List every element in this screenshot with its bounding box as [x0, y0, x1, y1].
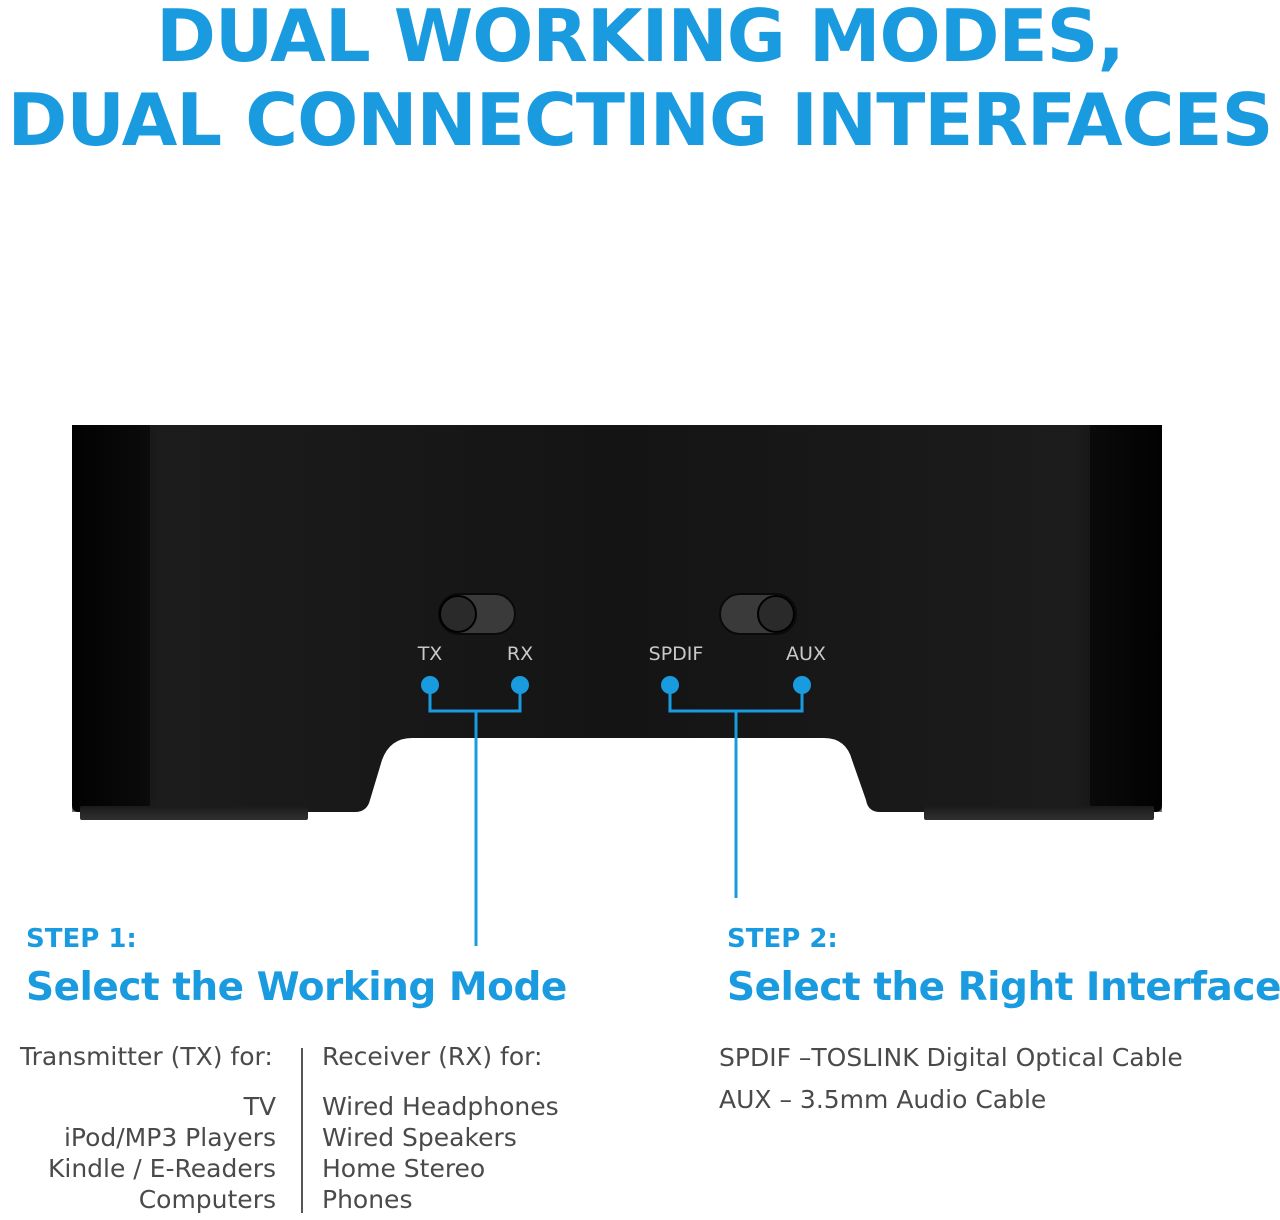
tx-indicator-dot — [421, 676, 439, 694]
aux-label: AUX — [786, 643, 826, 665]
step2-connector — [668, 686, 804, 898]
device-body — [72, 425, 1162, 812]
device-left-foot — [80, 806, 308, 820]
step2-label: STEP 2: — [727, 924, 838, 954]
headline-line-1: DUAL WORKING MODES, — [156, 0, 1125, 78]
list-item: iPod/MP3 Players — [63, 1123, 276, 1152]
device-right-foot — [924, 806, 1154, 820]
step1-label: STEP 1: — [26, 924, 137, 954]
interface-line-spdif: SPDIF –TOSLINK Digital Optical Cable — [719, 1043, 1183, 1072]
transmitter-heading: Transmitter (TX) for: — [20, 1042, 273, 1071]
list-item: Computers — [138, 1185, 276, 1214]
transmitter-list: TV iPod/MP3 Players Kindle / E-Readers C… — [48, 1091, 276, 1215]
device-right-edge — [1090, 425, 1162, 812]
list-item: Home Stereo — [322, 1154, 486, 1183]
mode-switch[interactable] — [438, 593, 516, 635]
list-divider — [301, 1048, 303, 1213]
tx-label: TX — [417, 643, 443, 665]
aux-indicator-dot — [793, 676, 811, 694]
spdif-label: SPDIF — [648, 643, 704, 665]
interface-line-aux: AUX – 3.5mm Audio Cable — [719, 1085, 1047, 1114]
list-item: Wired Headphones — [322, 1092, 559, 1121]
receiver-heading: Receiver (RX) for: — [322, 1042, 543, 1071]
receiver-list: Wired Headphones Wired Speakers Home Ste… — [322, 1091, 559, 1215]
interface-switch[interactable] — [719, 593, 797, 635]
step1-connector — [428, 686, 522, 946]
rx-label: RX — [506, 643, 534, 665]
list-item: Wired Speakers — [322, 1123, 517, 1152]
step2-title: Select the Right Interface — [727, 965, 1280, 1010]
device-left-edge — [72, 425, 150, 812]
step1-title: Select the Working Mode — [26, 965, 567, 1010]
list-item: Kindle / E-Readers — [47, 1154, 276, 1183]
spdif-indicator-dot — [661, 676, 679, 694]
rx-indicator-dot — [511, 676, 529, 694]
list-item: TV — [243, 1092, 276, 1121]
headline-line-2: DUAL CONNECTING INTERFACES — [7, 78, 1274, 162]
list-item: Phones — [322, 1185, 413, 1214]
